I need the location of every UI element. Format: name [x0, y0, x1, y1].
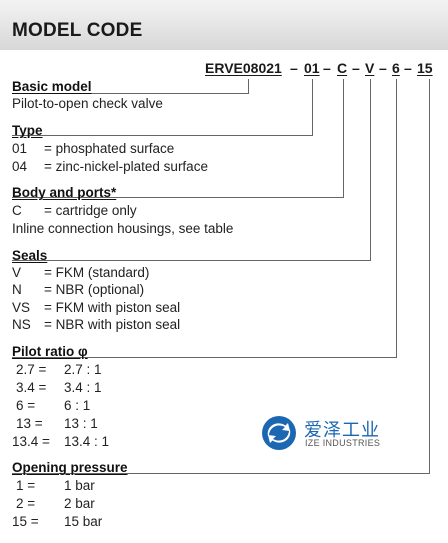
code-seals: V — [365, 60, 375, 76]
body-ports-title: Body and ports* — [12, 185, 117, 200]
connector-body-h — [12, 197, 344, 198]
connector-pressure-v — [429, 79, 430, 473]
connector-seals-v — [370, 79, 371, 260]
connector-body-v — [343, 79, 344, 197]
seals-code: VS — [12, 300, 31, 315]
pilot-ratio-value: 3.4 : 1 — [64, 380, 102, 395]
pilot-ratio-key: 13.4 = — [12, 434, 50, 449]
ize-logo-icon — [262, 416, 296, 450]
connector-basic-model-h — [12, 93, 249, 94]
opening-pressure-title: Opening pressure — [12, 460, 128, 475]
seals-title: Seals — [12, 248, 48, 263]
watermark-name-en: IZE INDUSTRIES — [305, 438, 381, 448]
connector-basic-model-v — [248, 79, 249, 93]
body-ports-note: Inline connection housings, see table — [12, 221, 234, 236]
connector-pilot-v — [396, 79, 397, 357]
seals-code: N — [12, 282, 22, 297]
code-separator: – — [379, 60, 387, 76]
page-title: MODEL CODE — [12, 20, 143, 41]
opening-pressure-key: 2 = — [16, 496, 36, 511]
seals-code: V — [12, 265, 22, 280]
type-title: Type — [12, 123, 43, 138]
seals-text: = NBR with piston seal — [44, 317, 181, 332]
code-separator: – — [290, 60, 298, 76]
pilot-ratio-value: 2.7 : 1 — [64, 362, 102, 377]
pilot-ratio-key: 2.7 = — [16, 362, 47, 377]
pilot-ratio-value: 13 : 1 — [64, 416, 98, 431]
opening-pressure-key: 1 = — [16, 478, 36, 493]
connector-pilot-h — [12, 357, 397, 358]
code-separator: – — [404, 60, 412, 76]
watermark-name-cn: 爱泽工业 — [304, 420, 380, 440]
seals-code: NS — [12, 317, 31, 332]
connector-pressure-h — [12, 473, 430, 474]
opening-pressure-value: 15 bar — [64, 514, 103, 529]
seals-text: = FKM with piston seal — [44, 300, 181, 315]
connector-type-h — [12, 135, 313, 136]
type-code: 01 — [12, 141, 28, 156]
type-text: = phosphated surface — [44, 141, 175, 156]
code-separator: – — [323, 60, 331, 76]
pilot-ratio-title: Pilot ratio φ — [12, 344, 88, 359]
opening-pressure-key: 15 = — [12, 514, 39, 529]
code-type: 01 — [304, 60, 320, 76]
seals-text: = FKM (standard) — [44, 265, 150, 280]
basic-model-title: Basic model — [12, 79, 92, 94]
pilot-ratio-value: 13.4 : 1 — [64, 434, 110, 449]
opening-pressure-value: 1 bar — [64, 478, 95, 493]
connector-seals-h — [12, 260, 371, 261]
opening-pressure-value: 2 bar — [64, 496, 95, 511]
seals-text: = NBR (optional) — [44, 282, 145, 297]
type-text: = zinc-nickel-plated surface — [44, 159, 208, 174]
body-ports-code: C — [12, 203, 22, 218]
heading-band — [0, 0, 448, 50]
pilot-ratio-key: 6 = — [16, 398, 36, 413]
basic-model-description: Pilot-to-open check valve — [12, 96, 163, 111]
connector-type-v — [312, 79, 313, 135]
code-pilot-ratio: 6 — [392, 60, 400, 76]
code-basic-model: ERVE08021 — [205, 60, 282, 76]
body-ports-text: = cartridge only — [44, 203, 137, 218]
type-code: 04 — [12, 159, 28, 174]
pilot-ratio-value: 6 : 1 — [64, 398, 91, 413]
pilot-ratio-key: 3.4 = — [16, 380, 47, 395]
code-body-ports: C — [337, 60, 348, 76]
code-separator: – — [352, 60, 360, 76]
code-opening-pressure: 15 — [417, 60, 433, 76]
pilot-ratio-key: 13 = — [16, 416, 43, 431]
